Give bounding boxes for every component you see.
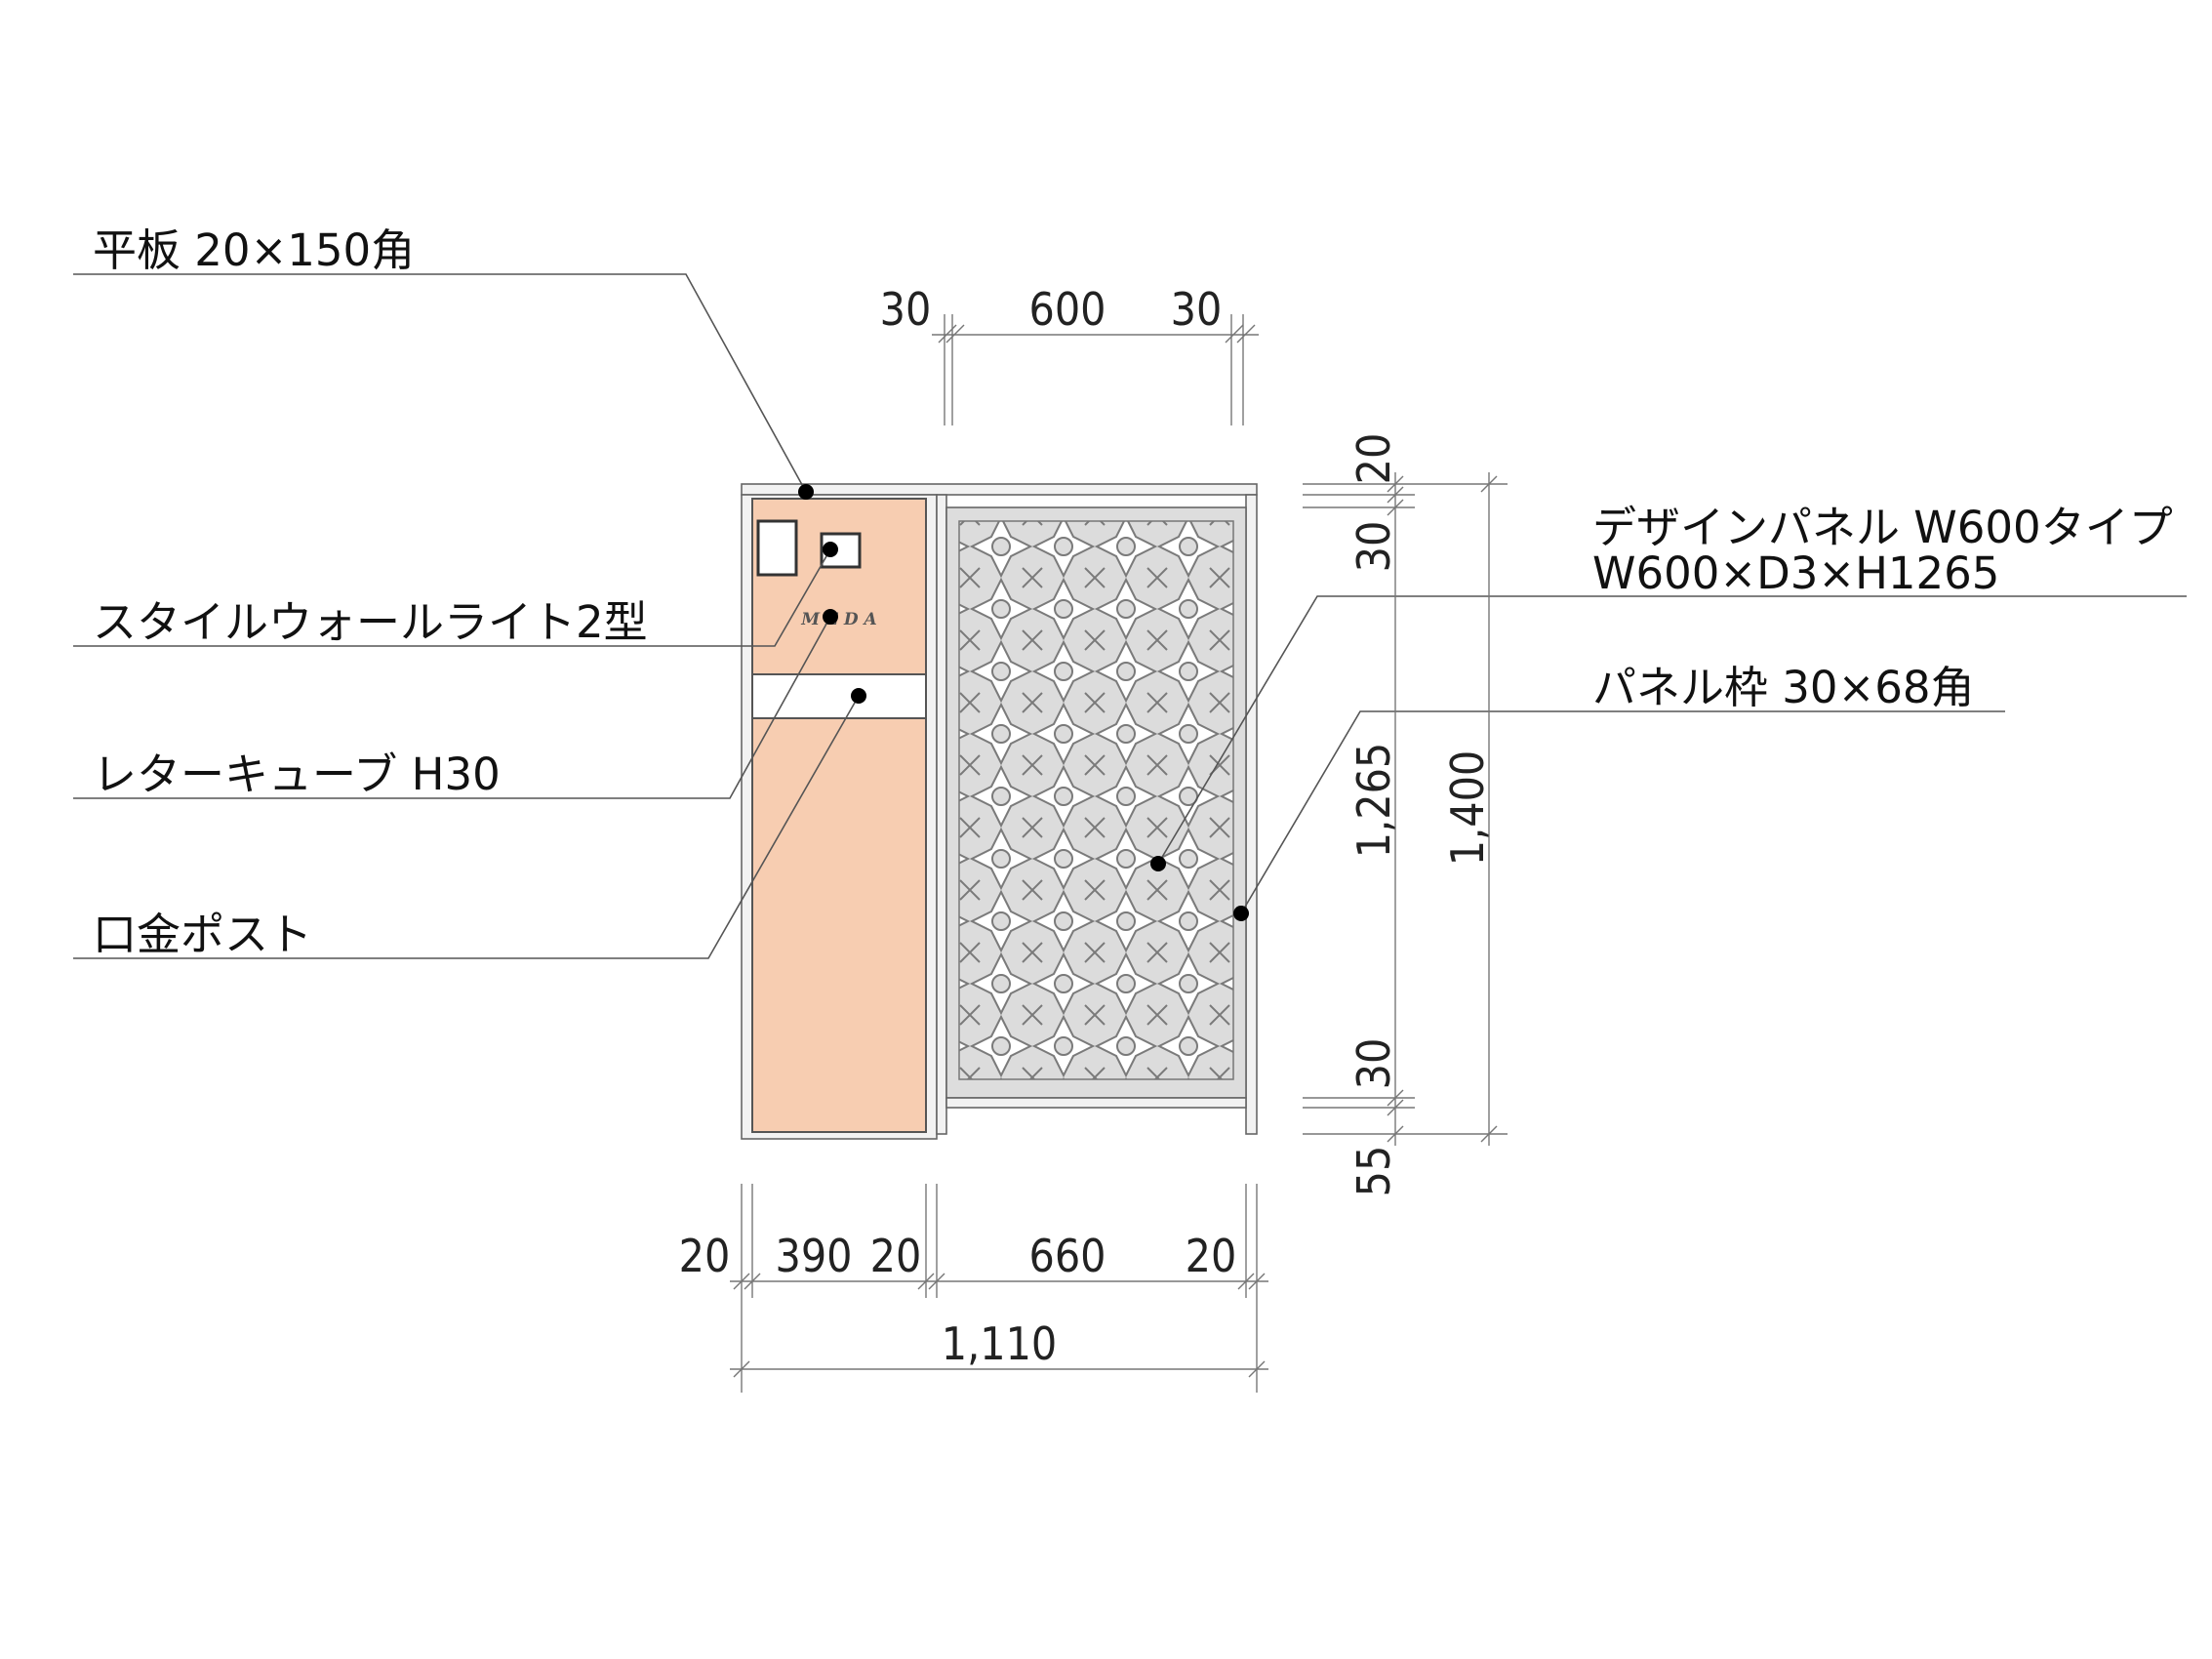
leader-wall-light (73, 548, 831, 647)
mid-post (936, 494, 947, 1135)
label-letter-cube: レターキューブ H30 (93, 749, 501, 800)
dim-top-mid: 600 (1029, 283, 1106, 336)
leader-dot (823, 542, 838, 557)
dimensions-bottom: 20 390 20 660 20 1,110 (679, 1184, 1268, 1393)
callout-labels: 平板 20×150角 スタイルウォールライト2型 レターキューブ H30 口金ポ… (93, 224, 2173, 960)
flat-plate-top (741, 483, 1258, 496)
dim-right-1: 20 (1347, 433, 1400, 485)
panel-bottom-rail (945, 1097, 1247, 1109)
label-wall-light: スタイルウォールライト2型 (93, 596, 648, 648)
leader-design-panel (1157, 595, 2187, 865)
label-design-panel-spec: W600×D3×H1265 (1592, 547, 1999, 599)
dim-bottom-3: 20 (870, 1230, 922, 1282)
leaders (73, 273, 2187, 959)
label-design-panel: デザインパネル W600タイプ (1592, 502, 2173, 553)
leader-dot (851, 688, 866, 704)
design-panel-lattice (958, 520, 1234, 1080)
label-post: 口金ポスト (93, 909, 312, 960)
dim-right-2: 30 (1347, 521, 1400, 573)
dim-total-width: 1,110 (942, 1317, 1057, 1370)
dimensions-top: 30 600 30 (880, 283, 1259, 425)
dimensions-right: 20 30 1,265 30 55 1,400 (1303, 433, 1508, 1197)
dim-bottom-1: 20 (679, 1230, 731, 1282)
leader-post (73, 695, 860, 959)
label-flat-plate: 平板 20×150角 (93, 224, 415, 276)
leader-letter-cube (73, 616, 831, 799)
wall-light-icon (756, 519, 798, 577)
leader-flat-plate (73, 273, 807, 493)
dim-bottom-4: 660 (1029, 1230, 1106, 1282)
structure: M E D A (741, 483, 1258, 1140)
dim-top-left: 30 (880, 283, 932, 336)
dim-right-total: 1,400 (1441, 750, 1494, 866)
label-panel-frame: パネル枠 30×68角 (1592, 662, 1975, 713)
leader-panel-frame (1240, 710, 2005, 914)
leader-dot (1150, 856, 1166, 871)
dim-bottom-5: 20 (1186, 1230, 1237, 1282)
leader-dot (823, 609, 838, 625)
leader-dot (798, 484, 814, 500)
right-post (1245, 494, 1258, 1135)
nameplate-text: M E D A (800, 610, 876, 629)
dim-right-4: 30 (1347, 1038, 1400, 1090)
dim-right-5: 55 (1347, 1146, 1400, 1197)
leader-dot (1233, 906, 1249, 921)
dim-top-right: 30 (1171, 283, 1223, 336)
dim-right-3: 1,265 (1347, 743, 1400, 858)
wall-lower (751, 717, 927, 1133)
dim-bottom-2: 390 (776, 1230, 853, 1282)
